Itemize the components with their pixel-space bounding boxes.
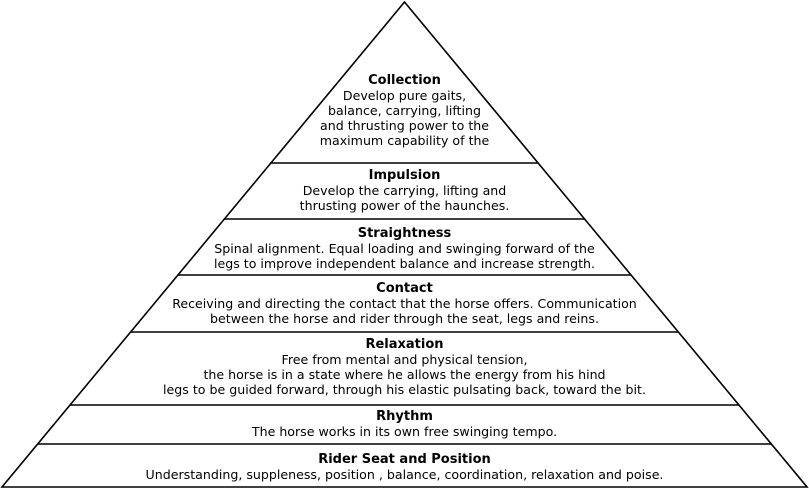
level-text-line: Understanding, suppleness, position , ba…: [145, 467, 664, 482]
level-text-line: Free from mental and physical tension,: [281, 352, 528, 367]
level-text-line: and thrusting power to the: [320, 118, 489, 133]
level-title: Rhythm: [376, 409, 433, 424]
level-rhythm: Rhythm The horse works in its own free s…: [0, 409, 809, 439]
level-title: Collection: [368, 73, 441, 88]
level-text-line: legs to be guided forward, through his e…: [163, 382, 646, 397]
level-collection: Collection Develop pure gaits, balance, …: [0, 73, 809, 148]
level-text-line: Spinal alignment. Equal loading and swin…: [214, 241, 595, 256]
level-relaxation: Relaxation Free from mental and physical…: [0, 337, 809, 397]
level-contact: Contact Receiving and directing the cont…: [0, 281, 809, 326]
level-rider-seat-and-position: Rider Seat and Position Understanding, s…: [0, 452, 809, 482]
level-text-line: The horse works in its own free swinging…: [251, 424, 558, 439]
level-straightness: Straightness Spinal alignment. Equal loa…: [0, 226, 809, 271]
level-text-line: balance, carrying, lifting: [328, 103, 481, 118]
level-title: Impulsion: [368, 168, 441, 183]
level-title: Straightness: [357, 226, 452, 241]
level-text-line: maximum capability of the: [319, 133, 490, 148]
level-text-line: legs to improve independent balance and …: [213, 256, 596, 271]
level-impulsion: Impulsion Develop the carrying, lifting …: [0, 168, 809, 213]
level-title: Rider Seat and Position: [318, 452, 491, 467]
level-text-line: Receiving and directing the contact that…: [172, 296, 637, 311]
level-text-line: the horse is in a state where he allows …: [203, 367, 606, 382]
level-title: Relaxation: [365, 337, 444, 352]
level-text-line: thrusting power of the haunches.: [299, 198, 510, 213]
level-text-line: between the horse and rider through the …: [210, 311, 599, 326]
level-title: Contact: [376, 281, 433, 296]
level-text-line: Develop the carrying, lifting and: [302, 183, 507, 198]
level-text-line: Develop pure gaits,: [342, 88, 467, 103]
